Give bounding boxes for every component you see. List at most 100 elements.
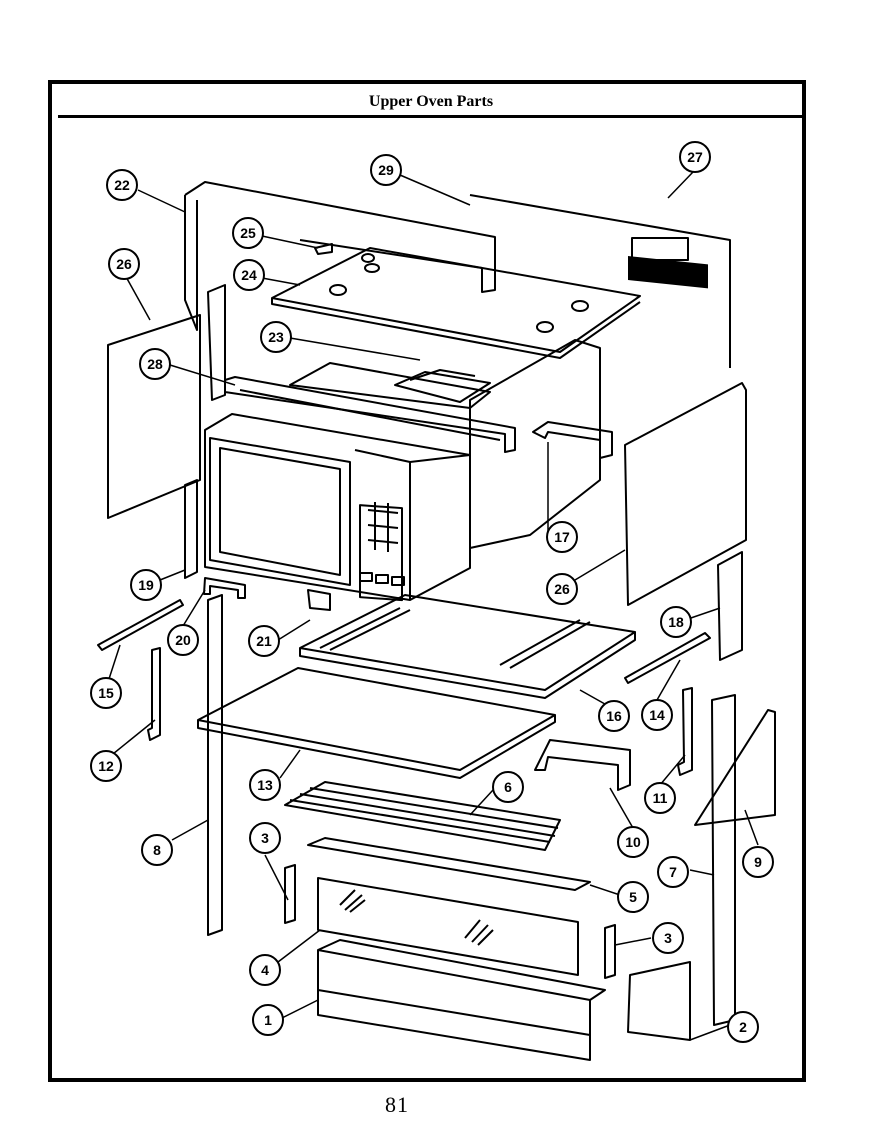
callout-circle (546, 521, 578, 553)
callout-c19: 19 (130, 569, 162, 601)
callout-circle (248, 625, 280, 657)
callout-label: 6 (504, 779, 512, 795)
part-14-rail (624, 632, 711, 684)
part-20-clip (203, 577, 246, 599)
callout-c6: 6 (492, 771, 524, 803)
callout-label: 10 (625, 834, 641, 850)
part-4-glass-panel (317, 877, 579, 976)
callout-label: 14 (649, 707, 665, 723)
callout-c26a: 26 (108, 248, 140, 280)
callout-circle (679, 141, 711, 173)
microwave-oven-body (204, 413, 471, 602)
callout-circle (108, 248, 140, 280)
callout-label: 18 (668, 614, 684, 630)
callout-c12: 12 (90, 750, 122, 782)
callout-circle (249, 769, 281, 801)
callout-label: 24 (241, 267, 257, 283)
callout-label: 28 (147, 356, 163, 372)
part-16-floor-panel (299, 594, 636, 699)
callout-label: 23 (268, 329, 284, 345)
part-2-plate (627, 961, 691, 1041)
callout-c27: 27 (679, 141, 711, 173)
callout-label: 5 (629, 889, 637, 905)
callout-circle (617, 881, 649, 913)
callout-circle (139, 348, 171, 380)
callout-circle (249, 822, 281, 854)
part-6-trim (284, 781, 561, 851)
callout-c15: 15 (90, 677, 122, 709)
part-8-vertical-strip (207, 594, 223, 936)
part-25-bracket (314, 243, 333, 255)
callout-c26b: 26 (546, 573, 578, 605)
part-24-top-panel (271, 247, 641, 359)
part-7-vertical-strip (711, 694, 736, 1026)
callout-circle (260, 321, 292, 353)
callout-c13: 13 (249, 769, 281, 801)
callout-label: 1 (264, 1012, 272, 1028)
callout-label: 13 (257, 777, 273, 793)
callout-c20: 20 (167, 624, 199, 656)
part-12-bracket (147, 647, 161, 741)
callout-label: 9 (754, 854, 762, 870)
title-bar: Upper Oven Parts (58, 88, 804, 118)
page-number: 81 (385, 1092, 409, 1117)
callout-circle (657, 856, 689, 888)
callout-c18: 18 (660, 606, 692, 638)
callout-circle (232, 217, 264, 249)
page-title: Upper Oven Parts (368, 92, 494, 110)
callout-c24: 24 (233, 259, 265, 291)
diagram-frame (48, 80, 806, 1082)
callout-label: 26 (554, 581, 570, 597)
part-10-channel (534, 739, 631, 791)
callout-circle (742, 846, 774, 878)
callout-circle (252, 1004, 284, 1036)
callout-c2: 2 (727, 1011, 759, 1043)
callout-c11: 11 (644, 782, 676, 814)
callout-c17: 17 (546, 521, 578, 553)
callout-circle (249, 954, 281, 986)
part-19-strip (184, 479, 198, 579)
part-5-trim-strip (307, 837, 591, 891)
callout-circle (141, 834, 173, 866)
callout-c5: 5 (617, 881, 649, 913)
part-21-clip (307, 589, 331, 611)
callout-label: 8 (153, 842, 161, 858)
callout-c25: 25 (232, 217, 264, 249)
callout-c7: 7 (657, 856, 689, 888)
part-13-tray (197, 667, 556, 779)
callout-c3b: 3 (652, 922, 684, 954)
callout-label: 12 (98, 758, 114, 774)
callout-circle (90, 677, 122, 709)
callout-label: 25 (240, 225, 256, 241)
callout-label: 27 (687, 149, 703, 165)
callout-label: 16 (606, 708, 622, 724)
part-3-strip-left (284, 864, 296, 924)
callout-label: 2 (739, 1019, 747, 1035)
callout-label: 21 (256, 633, 272, 649)
callout-circle (167, 624, 199, 656)
callout-c1: 1 (252, 1004, 284, 1036)
part-26-left-side-panel (107, 314, 201, 519)
callout-circle (492, 771, 524, 803)
part-11-bracket (677, 687, 693, 776)
callout-circle (106, 169, 138, 201)
part-18-side-strip (717, 551, 743, 661)
callout-label: 26 (116, 256, 132, 272)
callout-label: 7 (669, 864, 677, 880)
callout-label: 20 (175, 632, 191, 648)
callout-c22: 22 (106, 169, 138, 201)
callout-circle (644, 782, 676, 814)
part-27-vent-grille (628, 237, 708, 289)
leader-lines (107, 171, 759, 1041)
callout-circle (617, 826, 649, 858)
callout-c28: 28 (139, 348, 171, 380)
callout-label: 19 (138, 577, 154, 593)
callout-c9: 9 (742, 846, 774, 878)
callout-label: 3 (664, 930, 672, 946)
callout-c4: 4 (249, 954, 281, 986)
callout-c14: 14 (641, 699, 673, 731)
callout-circle (727, 1011, 759, 1043)
callout-circle (130, 569, 162, 601)
